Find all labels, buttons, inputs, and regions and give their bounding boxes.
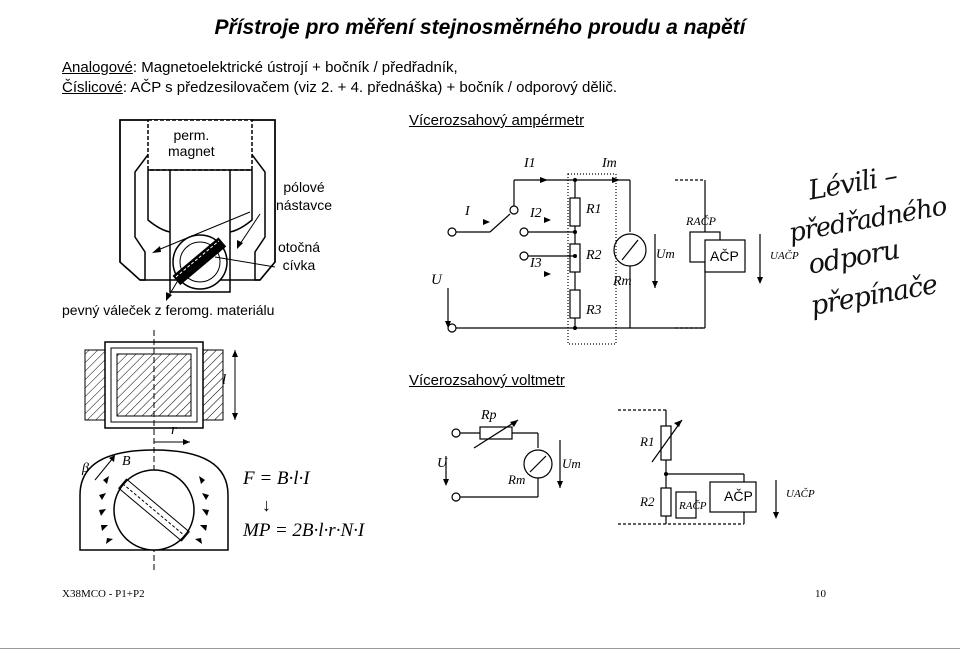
ammeter-Im-label: Im bbox=[602, 156, 617, 171]
length-label: l bbox=[222, 372, 227, 388]
ammeter-I2-label: I2 bbox=[530, 206, 542, 221]
perm-magnet-label: perm. magnet bbox=[168, 127, 215, 159]
ammeter-Racp-label: RAČP bbox=[686, 214, 716, 228]
page-title: Přístroje pro měření stejnosměrného prou… bbox=[214, 16, 746, 39]
ammeter-R3-label: R3 bbox=[586, 303, 602, 318]
ammeter-Um-label: Um bbox=[656, 246, 675, 261]
cylinder-label: pevný váleček z feromg. materiálu bbox=[62, 302, 275, 318]
radius-label: r bbox=[171, 422, 177, 438]
ammeter-I-label: I bbox=[465, 204, 470, 219]
handwritten-note-1: Lévili – bbox=[805, 160, 900, 207]
voltmeter-Rm-label: Rm bbox=[508, 472, 526, 487]
magnet-mechanism-diagram bbox=[119, 119, 276, 301]
voltmeter-heading: Vícerozsahový voltmetr bbox=[409, 372, 565, 389]
voltmeter-Um-label: Um bbox=[562, 456, 581, 471]
coil-cross-section-diagram bbox=[79, 330, 238, 570]
ammeter-R1-label: R1 bbox=[586, 202, 602, 217]
analog-label: Analogové bbox=[62, 59, 133, 76]
voltmeter-Uacp-label: UAČP bbox=[786, 488, 815, 500]
implies-arrow: ↓ bbox=[262, 495, 271, 515]
voltmeter-acp-block: AČP bbox=[724, 488, 753, 504]
voltmeter-U-label: U bbox=[437, 456, 448, 471]
footer-page-number: 10 bbox=[815, 588, 826, 600]
voltmeter-circuit-diagram bbox=[443, 409, 779, 525]
ammeter-heading: Vícerozsahový ampérmetr bbox=[409, 112, 585, 129]
digital-label: Číslicové bbox=[62, 79, 123, 96]
intro-analog: Analogové: Magnetoelektrické ústrojí + b… bbox=[62, 58, 458, 77]
voltmeter-R1-label: R1 bbox=[640, 434, 655, 449]
ammeter-Rm-label: Rm bbox=[613, 274, 632, 289]
rotating-coil-label: otočná cívka bbox=[278, 239, 321, 273]
voltmeter-R2-label: R2 bbox=[640, 494, 655, 509]
voltmeter-Rp-label: Rp bbox=[481, 408, 497, 423]
voltmeter-Racp-label: RAČP bbox=[679, 500, 707, 512]
bottom-rule bbox=[0, 648, 960, 649]
torque-equation: MP = 2B·l·r·N·I bbox=[243, 520, 365, 541]
b-field-label: B bbox=[122, 454, 131, 469]
ammeter-U-label: U bbox=[431, 272, 442, 288]
intro-digital: Číslicové: AČP s předzesilovačem (viz 2.… bbox=[62, 78, 617, 97]
ammeter-I1-label: I1 bbox=[524, 156, 536, 171]
digital-text: : AČP s předzesilovačem (viz 2. + 4. pře… bbox=[122, 79, 617, 96]
ammeter-I3-label: I3 bbox=[530, 256, 542, 271]
force-equation: F = B·l·I bbox=[243, 468, 310, 489]
footer-course: X38MCO - P1+P2 bbox=[62, 588, 145, 600]
analog-text: : Magnetoelektrické ústrojí + bočník / p… bbox=[132, 59, 458, 76]
ammeter-R2-label: R2 bbox=[586, 248, 602, 263]
beta-label: β bbox=[82, 461, 89, 476]
ammeter-Uacp-label: UAČP bbox=[770, 250, 799, 262]
ammeter-acp-block: AČP bbox=[710, 248, 739, 264]
pole-pieces-label: pólové nástavce bbox=[276, 179, 333, 213]
ammeter-circuit-diagram bbox=[445, 173, 763, 345]
